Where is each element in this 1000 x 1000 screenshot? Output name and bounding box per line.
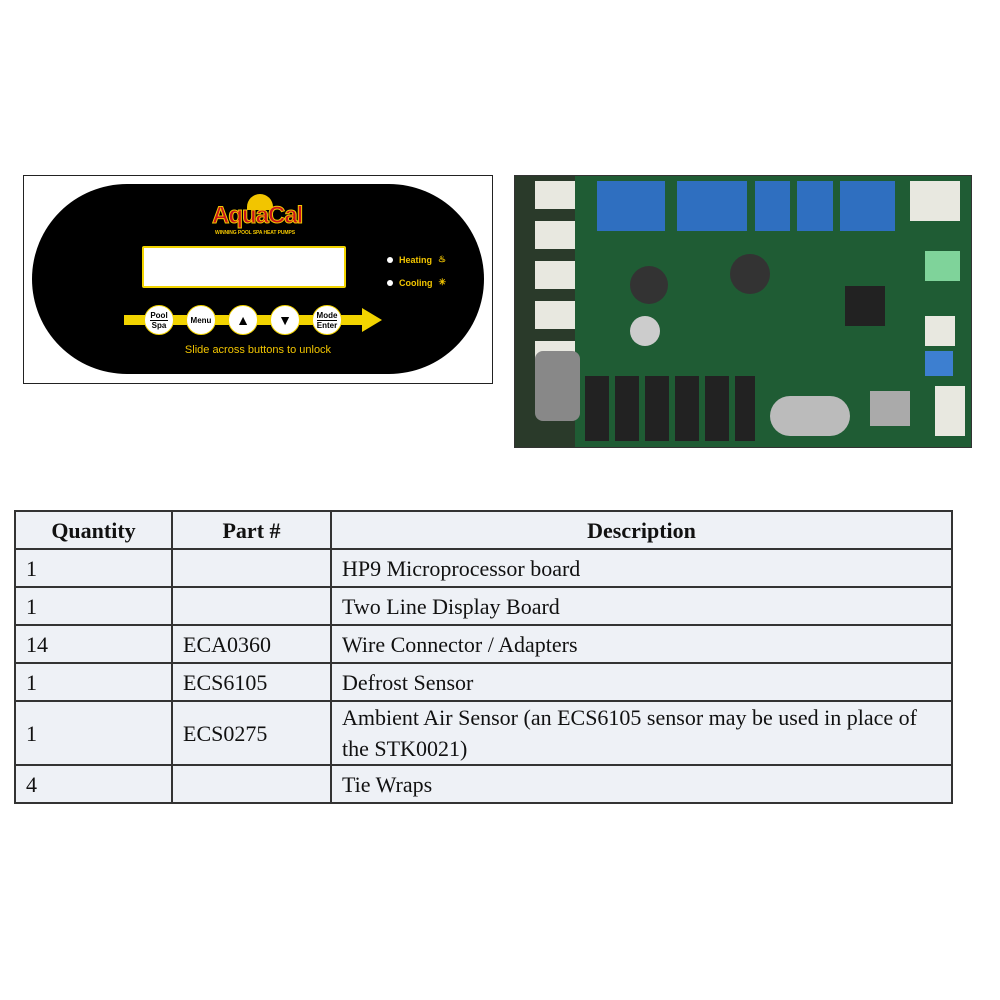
heating-indicator: Heating♨: [387, 254, 446, 265]
palm-sun-logo-icon: [247, 194, 273, 210]
down-button[interactable]: ▼: [270, 305, 300, 335]
table-row: 4 Tie Wraps: [14, 764, 953, 804]
cell-part-number: [171, 548, 332, 588]
cell-description: Tie Wraps: [330, 764, 953, 804]
cell-description: Defrost Sensor: [330, 662, 953, 702]
menu-button[interactable]: Menu: [186, 305, 216, 335]
cell-quantity: 1: [14, 586, 173, 626]
cell-quantity: 1: [14, 700, 173, 766]
flame-icon: ♨: [438, 254, 447, 264]
header-quantity: Quantity: [14, 510, 173, 550]
cell-part-number: [171, 764, 332, 804]
cell-quantity: 1: [14, 548, 173, 588]
arrow-right-icon: [362, 308, 382, 332]
cell-part-number: [171, 586, 332, 626]
cell-description: HP9 Microprocessor board: [330, 548, 953, 588]
cell-part-number: ECS6105: [171, 662, 332, 702]
aquacal-logo: AquaCal: [211, 202, 303, 230]
circuit-board-photo: [514, 175, 972, 448]
triangle-down-icon: ▼: [278, 311, 292, 328]
cell-part-number: ECA0360: [171, 624, 332, 664]
triangle-up-icon: ▲: [236, 311, 250, 328]
cell-quantity: 14: [14, 624, 173, 664]
cell-description: Two Line Display Board: [330, 586, 953, 626]
control-panel-overlay: AquaCal WINNING POOL SPA HEAT PUMPS Heat…: [32, 184, 484, 374]
led-icon: [387, 279, 393, 286]
logo-tagline: WINNING POOL SPA HEAT PUMPS: [215, 230, 295, 236]
cell-part-number: ECS0275: [171, 700, 332, 766]
unlock-instruction: Slide across buttons to unlock: [184, 344, 332, 356]
cell-description: Ambient Air Sensor (an ECS6105 sensor ma…: [330, 700, 953, 766]
header-description: Description: [330, 510, 953, 550]
lcd-display: [142, 246, 346, 288]
cell-quantity: 4: [14, 764, 173, 804]
header-part-number: Part #: [171, 510, 332, 550]
up-button[interactable]: ▲: [228, 305, 258, 335]
cooling-indicator: Cooling✳: [387, 277, 446, 288]
snowflake-icon: ✳: [438, 277, 447, 287]
table-row: 1 Two Line Display Board: [14, 586, 953, 626]
parts-table: Quantity Part # Description 1 HP9 Micropr…: [14, 510, 953, 804]
led-icon: [387, 256, 393, 263]
table-row: 1 HP9 Microprocessor board: [14, 548, 953, 588]
cell-quantity: 1: [14, 662, 173, 702]
cell-description: Wire Connector / Adapters: [330, 624, 953, 664]
table-header-row: Quantity Part # Description: [14, 510, 953, 550]
display-panel-image: AquaCal WINNING POOL SPA HEAT PUMPS Heat…: [23, 175, 493, 384]
